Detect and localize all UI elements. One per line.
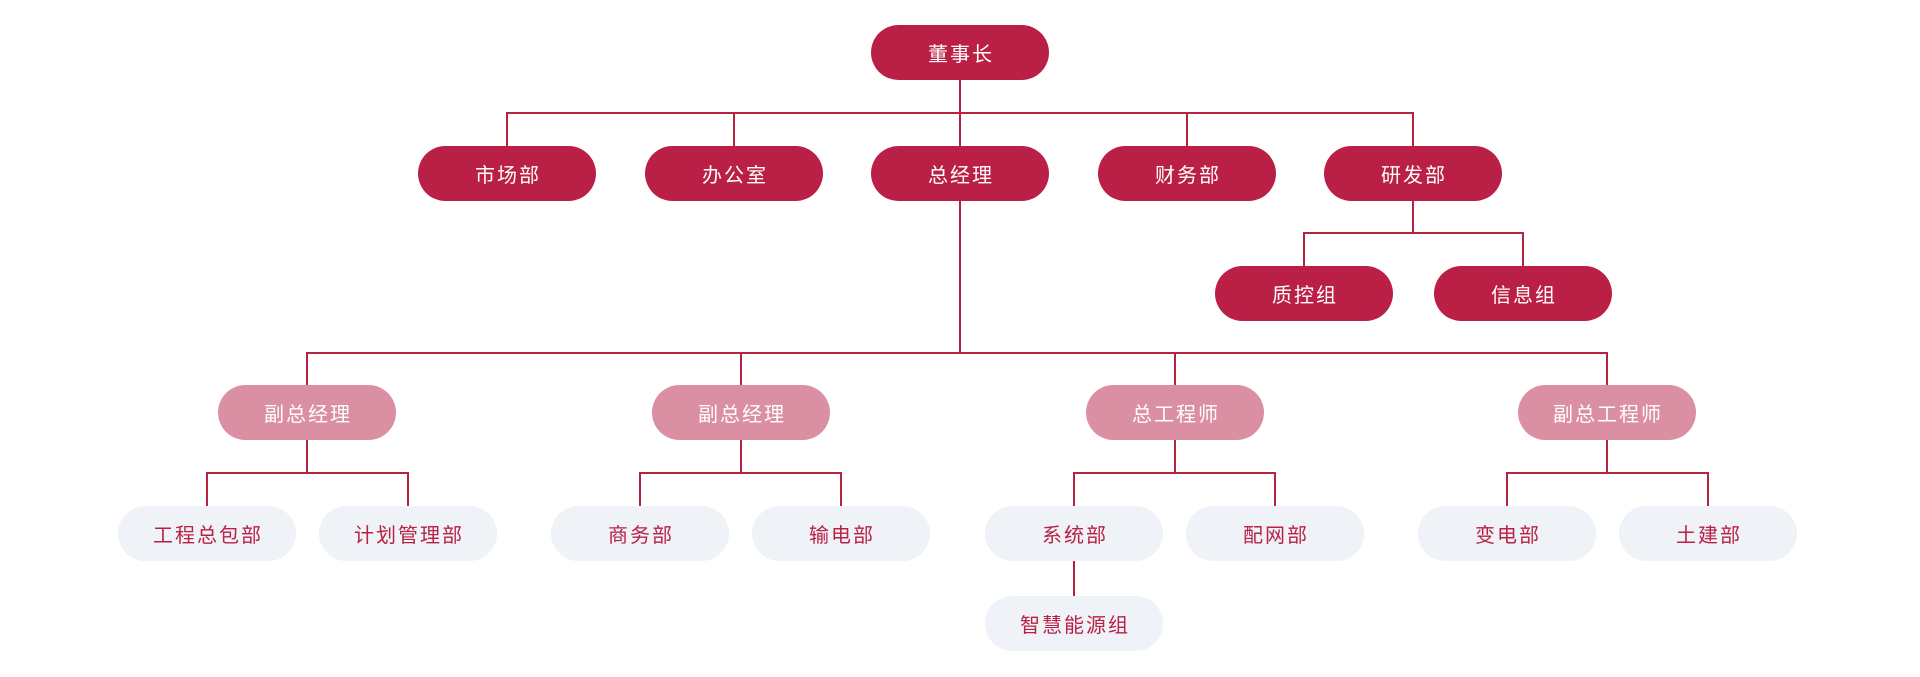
connector-line xyxy=(1522,233,1524,266)
connector-line xyxy=(206,472,409,474)
org-node-transmission-dept: 输电部 xyxy=(752,506,930,561)
connector-line xyxy=(1073,473,1075,506)
org-node-civil-dept: 土建部 xyxy=(1619,506,1797,561)
org-node-smart-energy-group: 智慧能源组 xyxy=(985,596,1163,651)
connector-line xyxy=(1412,201,1414,233)
org-node-info-group: 信息组 xyxy=(1434,266,1612,321)
org-node-deputy-chief-engineer: 副总工程师 xyxy=(1518,385,1696,440)
org-node-qc-group: 质控组 xyxy=(1215,266,1393,321)
connector-line xyxy=(1506,472,1709,474)
org-node-office: 办公室 xyxy=(645,146,823,201)
connector-line xyxy=(1707,473,1709,506)
org-node-chairman: 董事长 xyxy=(871,25,1049,80)
org-node-planning-dept: 计划管理部 xyxy=(319,506,497,561)
connector-line xyxy=(959,201,961,353)
connector-line xyxy=(1606,353,1608,385)
connector-line xyxy=(1274,473,1276,506)
connector-line xyxy=(407,473,409,506)
org-node-general-manager: 总经理 xyxy=(871,146,1049,201)
connector-line xyxy=(840,473,842,506)
connector-line xyxy=(740,440,742,473)
connector-line xyxy=(639,473,641,506)
org-node-distribution-dept: 配网部 xyxy=(1186,506,1364,561)
connector-line xyxy=(639,472,842,474)
org-node-deputy-gm-1: 副总经理 xyxy=(218,385,396,440)
connector-line xyxy=(733,113,735,146)
org-node-epc-dept: 工程总包部 xyxy=(118,506,296,561)
connector-line xyxy=(306,352,1608,354)
connector-line xyxy=(1412,113,1414,146)
connector-line xyxy=(1073,472,1276,474)
connector-line xyxy=(206,473,208,506)
connector-line xyxy=(306,353,308,385)
connector-line xyxy=(740,353,742,385)
connector-line xyxy=(1073,561,1075,596)
connector-line xyxy=(1186,113,1188,146)
connector-line xyxy=(959,80,961,113)
org-node-commerce-dept: 商务部 xyxy=(551,506,729,561)
connector-line xyxy=(1174,353,1176,385)
org-node-substation-dept: 变电部 xyxy=(1418,506,1596,561)
org-node-finance-dept: 财务部 xyxy=(1098,146,1276,201)
org-node-chief-engineer: 总工程师 xyxy=(1086,385,1264,440)
connector-line xyxy=(1606,440,1608,473)
connector-line xyxy=(959,113,961,146)
connector-line xyxy=(1506,473,1508,506)
org-node-deputy-gm-2: 副总经理 xyxy=(652,385,830,440)
connector-line xyxy=(306,440,308,473)
org-node-system-dept: 系统部 xyxy=(985,506,1163,561)
connector-line xyxy=(506,113,508,146)
connector-line xyxy=(1303,232,1524,234)
connector-line xyxy=(1174,440,1176,473)
org-node-marketing-dept: 市场部 xyxy=(418,146,596,201)
org-node-rnd-dept: 研发部 xyxy=(1324,146,1502,201)
connector-line xyxy=(1303,233,1305,266)
